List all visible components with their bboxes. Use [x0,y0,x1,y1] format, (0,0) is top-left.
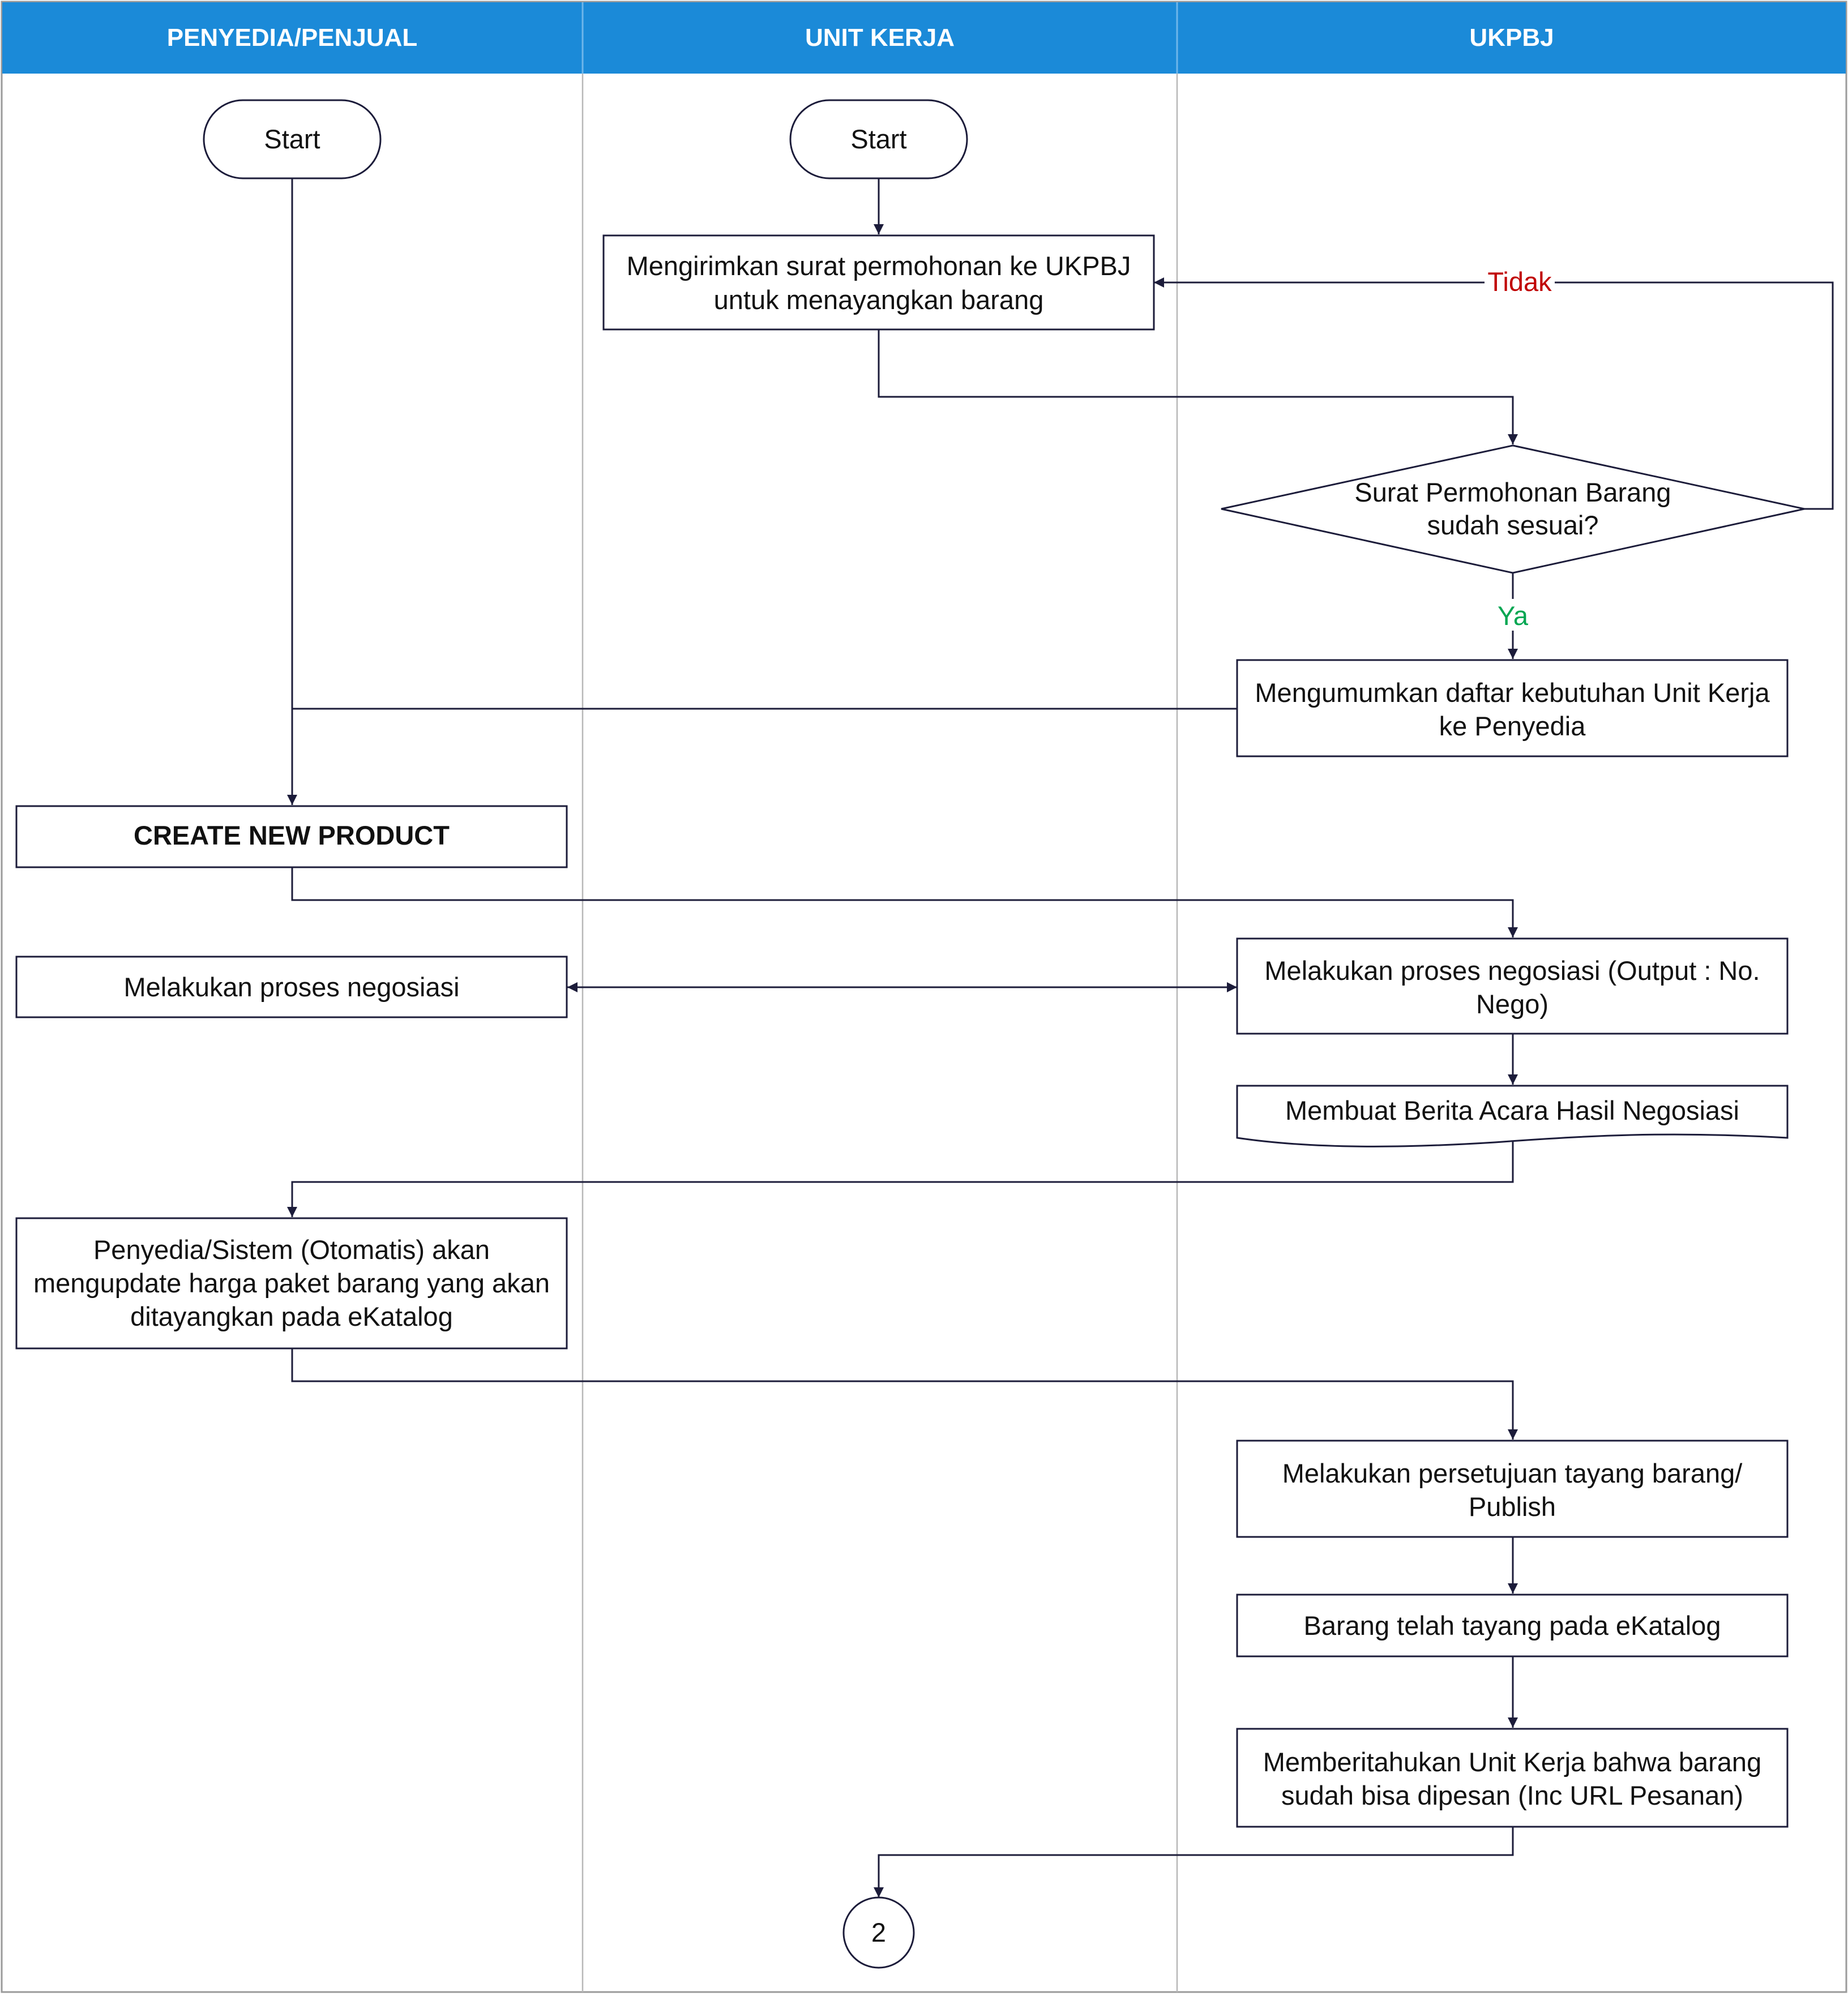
update-harga-line-2: mengupdate harga paket barang yang akan [33,1268,550,1298]
kirim-surat-line-2: untuk menayangkan barang [714,285,1044,315]
lane-title-ukpbj: UKPBJ [1469,24,1554,52]
process-create-new-product [15,805,568,868]
decision-cek-surat [1221,444,1805,574]
update-harga-line-1: Penyedia/Sistem (Otomatis) akan [93,1235,490,1265]
create-new-product-label: CREATE NEW PRODUCT [134,820,450,850]
label-tidak: Tidak [1487,267,1552,297]
header-bar [2,2,1846,74]
update-harga-line-3: ditayangkan pada eKatalog [130,1301,453,1331]
label-ya-bg [1489,599,1537,631]
process-persetujuan [1236,1440,1789,1538]
connector-2 [842,1896,915,1969]
edge-create-to-negosiasi [291,867,1518,937]
start-terminator-penyedia [203,99,382,179]
berita-acara-label: Membuat Berita Acara Hasil Negosiasi [1285,1095,1739,1125]
start-label-unit-kerja: Start [850,124,906,154]
process-negosiasi-ukpbj [1236,937,1789,1035]
edge-kirim-to-cek [878,329,1518,444]
label-tidak-bg [1485,265,1555,297]
kirim-surat-line-1: Mengirimkan surat permohonan ke UKPBJ [627,251,1131,281]
label-ya: Ya [1498,601,1529,631]
cek-surat-line-2: sudah sesuai? [1427,510,1598,540]
edge-beritahu-to-connector [874,1827,1514,1898]
cek-surat-line-1: Surat Permohonan Barang [1354,477,1671,507]
lane-title-unit-kerja: UNIT KERJA [805,24,955,52]
document-berita-acara [1236,1085,1789,1147]
negosiasi-ukpbj-line-2: Nego) [1476,989,1548,1019]
start-label-penyedia: Start [264,124,320,154]
process-umumkan [1236,659,1789,757]
persetujuan-line-2: Publish [1469,1492,1556,1522]
beritahu-line-2: sudah bisa dipesan (Inc URL Pesanan) [1281,1780,1743,1810]
process-tayang [1236,1594,1789,1657]
process-update-harga [15,1217,568,1350]
process-kirim-surat [602,234,1155,331]
edge-update-to-persetujuan [291,1348,1518,1440]
start-terminator-unit-kerja [789,99,968,179]
lane-title-penyedia: PENYEDIA/PENJUAL [167,24,418,52]
process-beritahu [1236,1728,1789,1828]
negosiasi-ukpbj-line-1: Melakukan proses negosiasi (Output : No. [1264,956,1760,986]
connector-2-label: 2 [871,1917,886,1947]
umumkan-line-2: ke Penyedia [1439,711,1586,741]
negosiasi-penyedia-label: Melakukan proses negosiasi [123,972,459,1002]
tayang-label: Barang telah tayang pada eKatalog [1304,1610,1721,1641]
process-negosiasi-penyedia [15,956,568,1018]
beritahu-line-1: Memberitahukan Unit Kerja bahwa barang [1263,1747,1761,1777]
persetujuan-line-1: Melakukan persetujuan tayang barang/ [1282,1458,1743,1488]
umumkan-line-1: Mengumumkan daftar kebutuhan Unit Kerja [1255,678,1770,708]
edge-berita-to-update [287,1140,1514,1217]
